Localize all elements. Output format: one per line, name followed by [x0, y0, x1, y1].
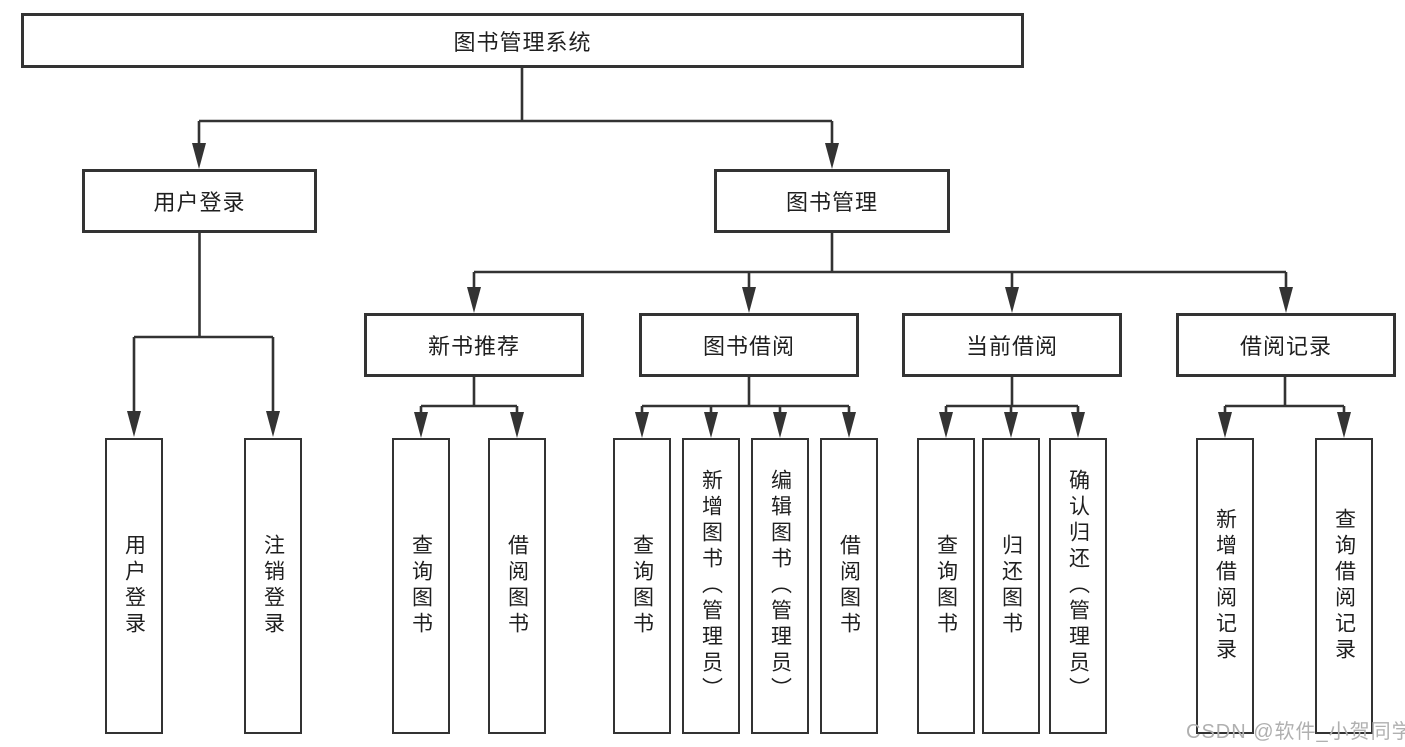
node-book-management: 图书管理 — [714, 169, 950, 233]
leaf-current-confirm-return-admin: 确认归还（管理员） — [1049, 438, 1107, 734]
leaf-borrow-add-books-admin-label: 新增图书（管理员） — [699, 469, 723, 703]
leaf-current-return-books-label: 归还图书 — [999, 534, 1023, 638]
leaf-borrow-query-books: 查询图书 — [613, 438, 671, 734]
leaf-current-confirm-return-admin-label: 确认归还（管理员） — [1066, 469, 1090, 703]
node-new-book-recommend: 新书推荐 — [364, 313, 584, 377]
leaf-records-add-record-label: 新增借阅记录 — [1213, 508, 1237, 664]
node-borrow-records-label: 借阅记录 — [1239, 334, 1332, 359]
node-book-borrow: 图书借阅 — [639, 313, 859, 377]
leaf-recommend-query-books: 查询图书 — [392, 438, 450, 734]
leaf-current-return-books: 归还图书 — [982, 438, 1040, 734]
leaf-borrow-add-books-admin: 新增图书（管理员） — [682, 438, 740, 734]
watermark-text: CSDN @软件_小贺同学 — [1186, 721, 1405, 743]
leaf-records-query-record-label: 查询借阅记录 — [1332, 508, 1356, 664]
node-root: 图书管理系统 — [21, 13, 1024, 68]
leaf-borrow-edit-books-admin: 编辑图书（管理员） — [751, 438, 809, 734]
node-user-login: 用户登录 — [82, 169, 317, 233]
leaf-current-query-books-label: 查询图书 — [934, 534, 958, 638]
node-book-management-label: 图书管理 — [785, 190, 878, 215]
leaf-user-login-label: 用户登录 — [122, 534, 146, 638]
leaf-logout: 注销登录 — [244, 438, 302, 734]
leaf-logout-label: 注销登录 — [261, 534, 285, 638]
node-borrow-records: 借阅记录 — [1176, 313, 1396, 377]
node-current-borrow: 当前借阅 — [902, 313, 1122, 377]
leaf-borrow-edit-books-admin-label: 编辑图书（管理员） — [768, 469, 792, 703]
leaf-records-add-record: 新增借阅记录 — [1196, 438, 1254, 734]
leaf-borrow-query-books-label: 查询图书 — [630, 534, 654, 638]
node-new-book-recommend-label: 新书推荐 — [427, 334, 520, 359]
leaf-borrow-borrow-books: 借阅图书 — [820, 438, 878, 734]
leaf-recommend-borrow-books-label: 借阅图书 — [505, 534, 529, 638]
leaf-records-query-record: 查询借阅记录 — [1315, 438, 1373, 734]
node-current-borrow-label: 当前借阅 — [965, 334, 1058, 359]
node-root-label: 图书管理系统 — [453, 29, 592, 55]
leaf-recommend-query-books-label: 查询图书 — [409, 534, 433, 638]
leaf-current-query-books: 查询图书 — [917, 438, 975, 734]
leaf-recommend-borrow-books: 借阅图书 — [488, 438, 546, 734]
leaf-borrow-borrow-books-label: 借阅图书 — [837, 534, 861, 638]
node-user-login-label: 用户登录 — [153, 190, 246, 215]
leaf-user-login: 用户登录 — [105, 438, 163, 734]
node-book-borrow-label: 图书借阅 — [702, 334, 795, 359]
